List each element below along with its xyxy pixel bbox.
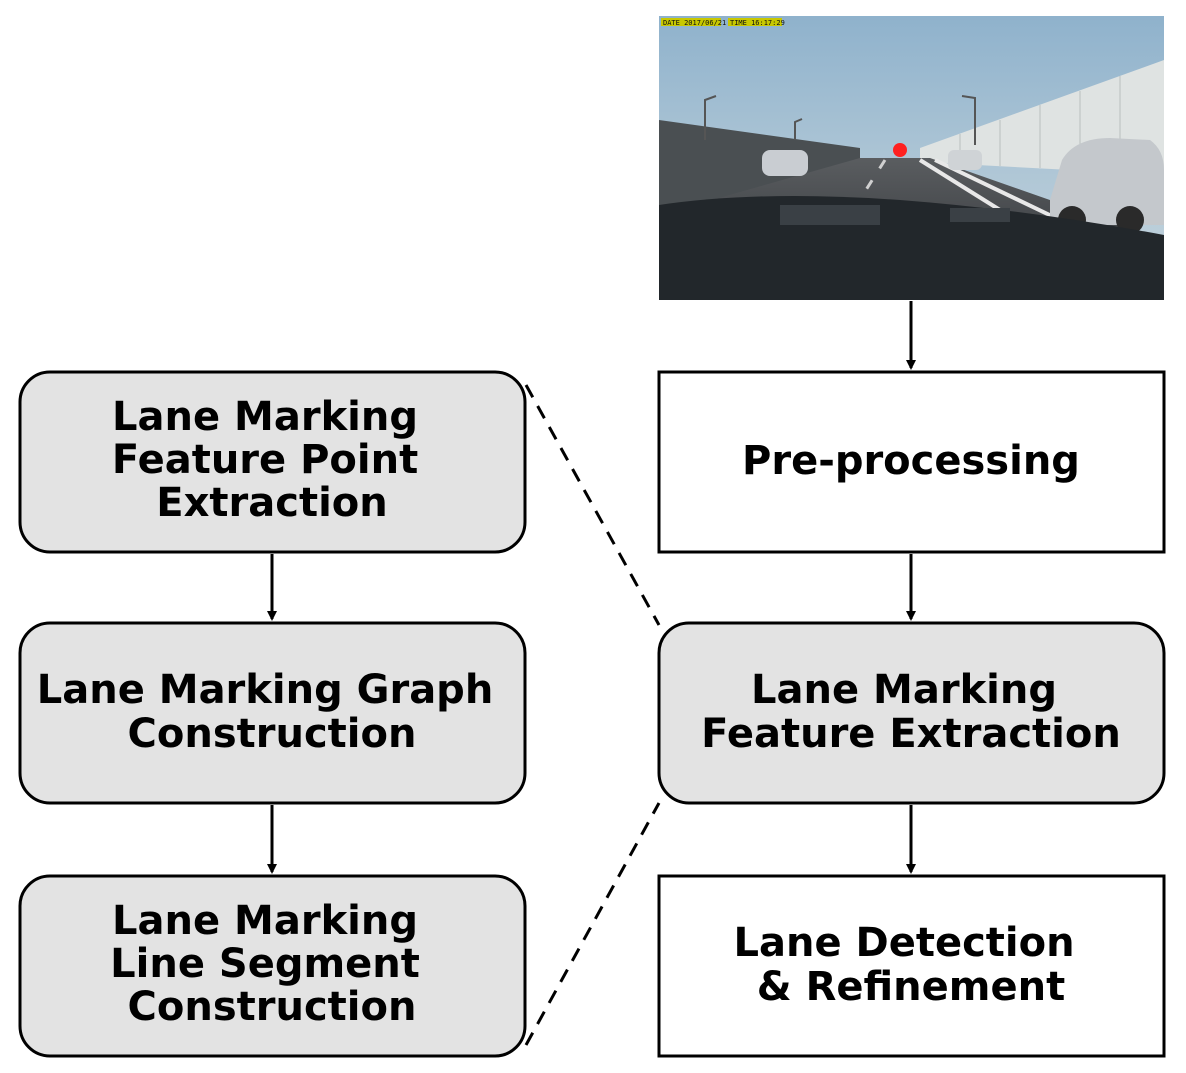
point-extraction-box	[18, 370, 527, 554]
preprocessing-box	[657, 370, 1166, 554]
vanishing-point-marker	[893, 143, 907, 157]
segment-construction-label: Lane Marking Line Segment Construction	[110, 898, 434, 1030]
graph-construction-label: Lane Marking Graph Construction	[37, 667, 507, 757]
timestamp-time: TIME 16:17:29	[730, 19, 785, 27]
dashed-expansion-top	[524, 384, 661, 626]
timestamp-date-bg	[661, 18, 721, 26]
preprocessing-label: Pre-processing	[742, 438, 1080, 484]
point-extraction-label: Lane Marking Feature Point Extraction	[112, 394, 432, 526]
dashed-expansion-bottom	[524, 802, 661, 1046]
detection-label: Lane Detection & Refinement	[733, 920, 1088, 1010]
segment-construction-box	[18, 874, 527, 1058]
detection-box	[657, 874, 1166, 1058]
feature-extraction-box	[657, 621, 1166, 805]
feature-extraction-label: Lane Marking Feature Extraction	[701, 667, 1121, 757]
graph-construction-box	[18, 621, 527, 805]
timestamp-time-bg	[728, 18, 782, 26]
timestamp-date: DATE 2017/06/21	[663, 19, 726, 27]
road-camera-image: DATE 2017/06/21 TIME 16:17:29	[659, 16, 1164, 300]
